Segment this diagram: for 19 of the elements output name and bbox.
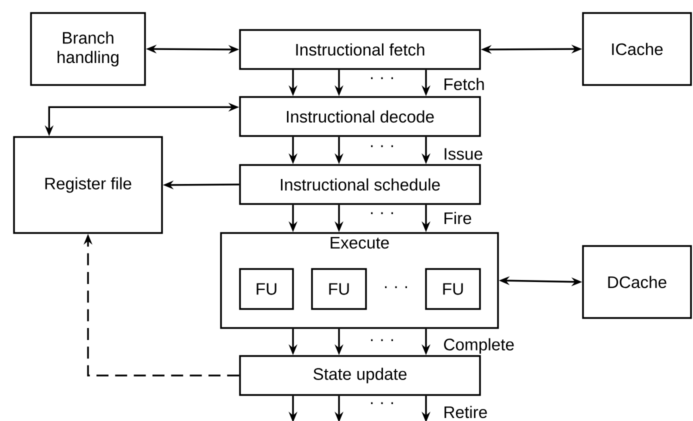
ellipsis: · · · <box>371 339 393 342</box>
stage-box: Instructional decode <box>239 96 481 137</box>
ellipsis: · · · <box>371 77 393 80</box>
stage-label: Fetch <box>444 78 484 90</box>
stage-box: Instructional fetch <box>239 29 481 70</box>
stage-box: State update <box>239 355 481 396</box>
register-file-box: Register file <box>13 136 163 234</box>
ellipsis: · · · <box>371 145 393 148</box>
stage-box: Instructional schedule <box>239 164 481 205</box>
stage-label: Complete <box>444 338 514 354</box>
stage-label: Fire <box>444 212 472 224</box>
unit-box: Branch handling <box>30 12 146 86</box>
fu-box: FU <box>239 268 294 310</box>
fu-box: FU <box>425 268 481 310</box>
stage-label: Issue <box>444 148 482 160</box>
ellipsis: · · · <box>385 286 407 288</box>
cache-box: DCache <box>582 245 692 319</box>
cache-box: ICache <box>582 12 692 86</box>
fu-box: FU <box>311 268 367 310</box>
